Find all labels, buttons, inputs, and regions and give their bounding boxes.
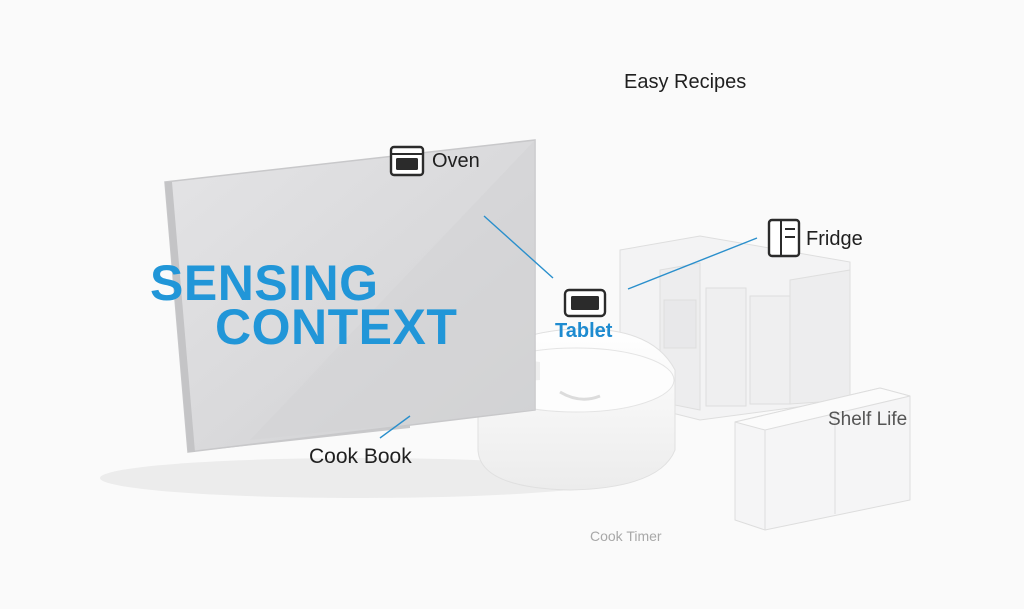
fridge-icon xyxy=(767,218,801,258)
display-panel xyxy=(164,139,536,453)
oven-icon xyxy=(389,145,425,177)
label-oven: Oven xyxy=(432,150,480,172)
label-tablet: Tablet xyxy=(555,320,613,342)
label-cook-book: Cook Book xyxy=(309,445,412,468)
headline-context: CONTEXT xyxy=(215,299,458,355)
tablet-icon xyxy=(563,288,607,318)
connector-lines xyxy=(379,215,758,439)
side-counter xyxy=(734,387,911,531)
fridge-connector xyxy=(627,237,758,290)
cookbook-connector xyxy=(379,415,411,439)
headline-sensing: SENSING xyxy=(150,255,379,311)
label-fridge: Fridge xyxy=(806,228,863,250)
label-easy-recipes: Easy Recipes xyxy=(624,71,747,93)
oven-connector xyxy=(483,215,554,279)
label-shelf-life: Shelf Life xyxy=(828,409,908,430)
label-cook-timer: Cook Timer xyxy=(590,528,662,544)
